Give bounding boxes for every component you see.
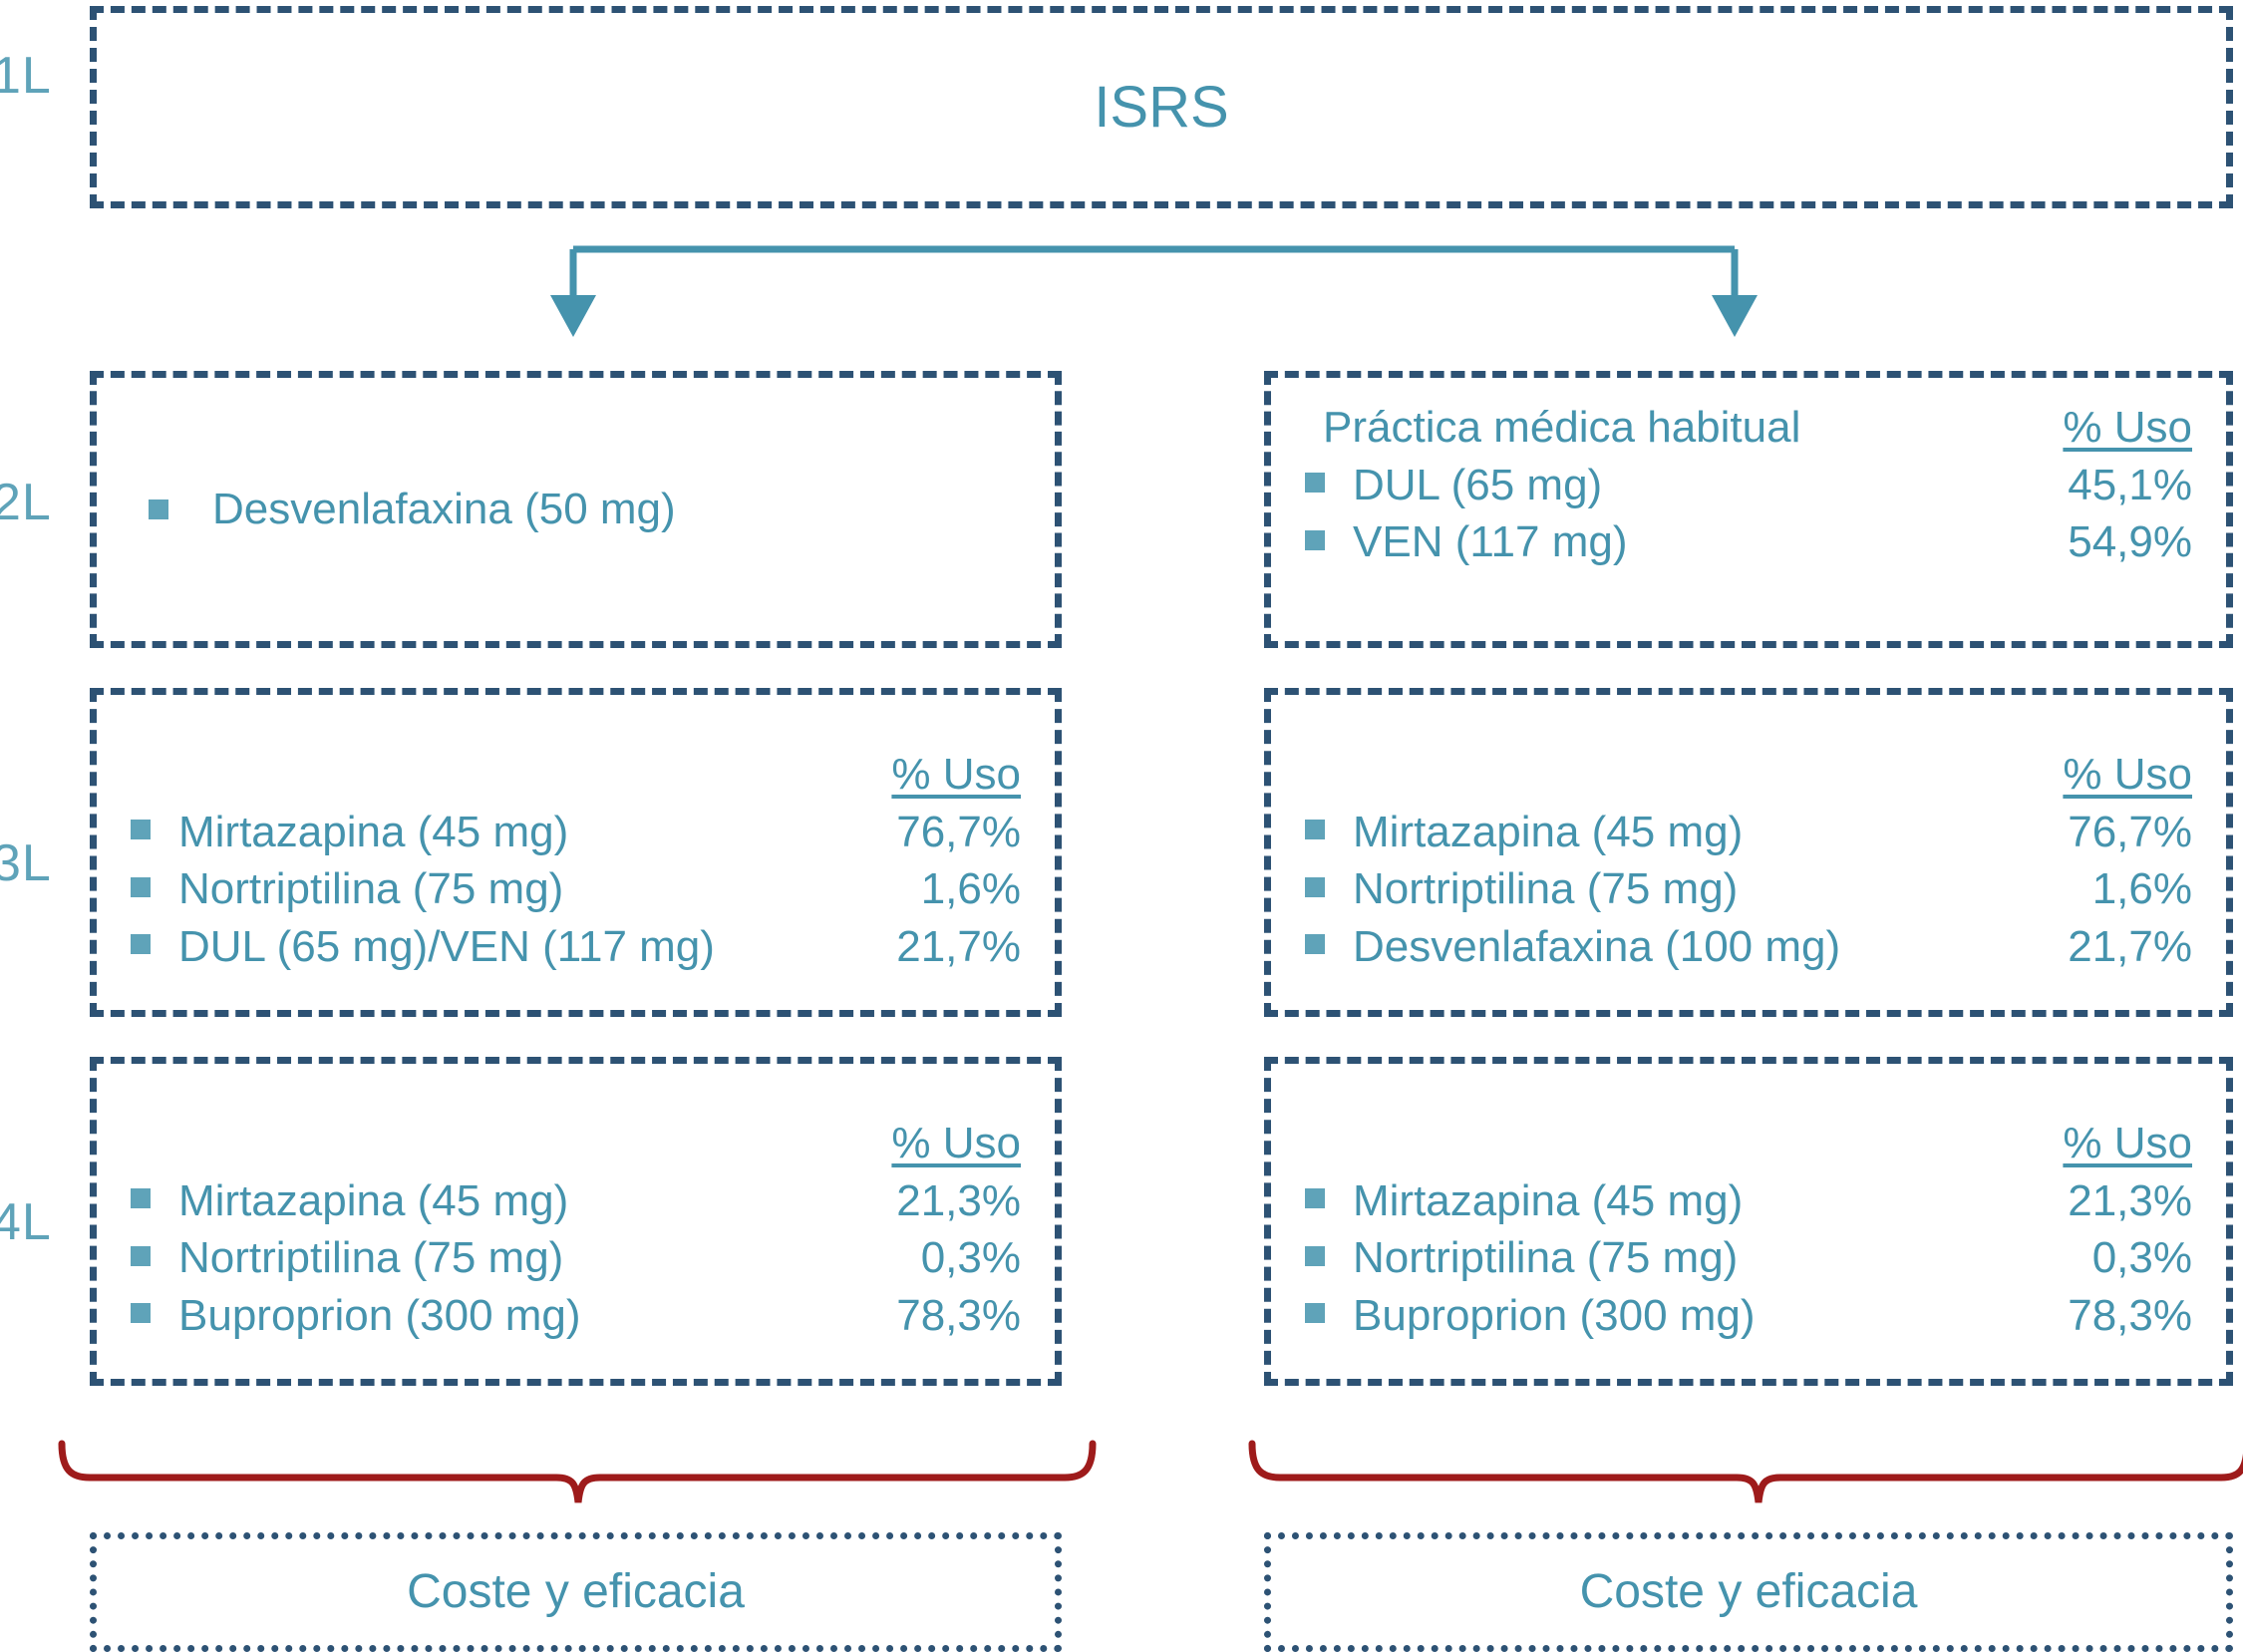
bullet-square-icon [1305, 473, 1325, 494]
item-label: Desvenlafaxina (50 mg) [212, 485, 676, 533]
line-label-2l: 2L [0, 474, 52, 531]
usage-header-label: % Uso [891, 750, 1021, 799]
node-3l-left[interactable]: % Uso Mirtazapina (45 mg) 76,7% Nortript… [90, 688, 1062, 1017]
list-item: VEN (117 mg) 54,9% [1305, 518, 2192, 566]
item-label: Buproprion (300 mg) [1353, 1290, 1756, 1340]
item-label: DUL (65 mg)/VEN (117 mg) [178, 921, 715, 971]
node-2l-right-body: Práctica médica habitual % Uso DUL (65 m… [1305, 404, 2192, 615]
bullet-square-icon [1305, 1188, 1325, 1209]
item-value: 78,3% [2068, 1290, 2192, 1340]
line-label-3l: 3L [0, 834, 52, 892]
usage-header-label: % Uso [2063, 1119, 2192, 1167]
node-1l-isrs[interactable]: ISRS [90, 6, 2233, 208]
list-item: Mirtazapina (45 mg) 76,7% [1305, 807, 2192, 856]
item-label: Mirtazapina (45 mg) [178, 807, 569, 856]
bullet-square-icon [131, 1188, 151, 1209]
node-2l-right[interactable]: Práctica médica habitual % Uso DUL (65 m… [1264, 371, 2233, 648]
usage-header-row: % Uso [1305, 751, 2192, 799]
node-2l-left-item: Desvenlafaxina (50 mg) [149, 485, 676, 534]
item-label: Mirtazapina (45 mg) [1353, 1175, 1744, 1225]
item-value: 21,3% [2068, 1175, 2192, 1225]
usage-header-row: % Uso [1305, 1120, 2192, 1167]
line-label-1l: 1L [0, 47, 52, 105]
list-item: Mirtazapina (45 mg) 21,3% [1305, 1175, 2192, 1225]
item-label: Mirtazapina (45 mg) [178, 1175, 569, 1225]
bullet-square-icon [1305, 934, 1325, 955]
bullet-square-icon [131, 820, 151, 840]
node-3l-left-body: % Uso Mirtazapina (45 mg) 76,7% Nortript… [131, 721, 1021, 984]
item-label: Nortriptilina (75 mg) [1353, 1233, 1739, 1283]
bullet-square-icon [1305, 1303, 1325, 1324]
item-value: 21,7% [896, 921, 1021, 971]
list-item: DUL (65 mg)/VEN (117 mg) 21,7% [131, 923, 1021, 971]
item-value: 76,7% [896, 807, 1021, 856]
node-4l-right-body: % Uso Mirtazapina (45 mg) 21,3% Nortript… [1305, 1090, 2192, 1353]
list-item: Nortriptilina (75 mg) 0,3% [131, 1234, 1021, 1282]
item-value: 21,7% [2068, 921, 2192, 971]
item-value: 76,7% [2068, 807, 2192, 856]
node-3l-right-body: % Uso Mirtazapina (45 mg) 76,7% Nortript… [1305, 721, 2192, 984]
list-item: Buproprion (300 mg) 78,3% [131, 1292, 1021, 1340]
list-item: Buproprion (300 mg) 78,3% [1305, 1292, 2192, 1340]
node-outcome-left[interactable]: Coste y eficacia [90, 1532, 1062, 1652]
list-item: DUL (65 mg) 45,1% [1305, 460, 2192, 509]
list-item: Nortriptilina (75 mg) 1,6% [131, 865, 1021, 913]
bullet-square-icon [1305, 820, 1325, 840]
item-value: 21,3% [896, 1175, 1021, 1225]
outcome-left-label: Coste y eficacia [407, 1565, 745, 1618]
bullet-square-icon [1305, 1245, 1325, 1266]
list-item: Mirtazapina (45 mg) 21,3% [131, 1175, 1021, 1225]
line-label-4l: 4L [0, 1193, 52, 1251]
item-label: Buproprion (300 mg) [178, 1290, 581, 1340]
usage-header-row: % Uso [131, 1120, 1021, 1167]
bullet-square-icon [131, 1245, 151, 1266]
node-4l-left-body: % Uso Mirtazapina (45 mg) 21,3% Nortript… [131, 1090, 1021, 1353]
node-2l-left[interactable]: Desvenlafaxina (50 mg) [90, 371, 1062, 648]
item-value: 1,6% [920, 864, 1021, 914]
list-item: Mirtazapina (45 mg) 76,7% [131, 807, 1021, 856]
item-label: Mirtazapina (45 mg) [1353, 807, 1744, 856]
item-label: Desvenlafaxina (100 mg) [1353, 921, 1841, 971]
item-value: 78,3% [896, 1290, 1021, 1340]
brace-right [1248, 1440, 2243, 1503]
usage-header-row: Práctica médica habitual % Uso [1305, 404, 2192, 452]
item-value: 1,6% [2091, 864, 2192, 914]
list-item: Nortriptilina (75 mg) 1,6% [1305, 865, 2192, 913]
bullet-square-icon [131, 1303, 151, 1324]
bullet-square-icon [1305, 876, 1325, 897]
node-4l-right[interactable]: % Uso Mirtazapina (45 mg) 21,3% Nortript… [1264, 1057, 2233, 1386]
list-item: Nortriptilina (75 mg) 0,3% [1305, 1234, 2192, 1282]
node-4l-left[interactable]: % Uso Mirtazapina (45 mg) 21,3% Nortript… [90, 1057, 1062, 1386]
item-value: 45,1% [2068, 460, 2192, 509]
item-label: Nortriptilina (75 mg) [1353, 864, 1739, 914]
bullet-square-icon [1305, 529, 1325, 550]
list-item: Desvenlafaxina (100 mg) 21,7% [1305, 923, 2192, 971]
usage-header-label: % Uso [2063, 403, 2192, 452]
node-outcome-right[interactable]: Coste y eficacia [1264, 1532, 2233, 1652]
bullet-square-icon [149, 499, 168, 519]
usage-header-label: % Uso [891, 1119, 1021, 1167]
item-label: DUL (65 mg) [1353, 460, 1603, 509]
item-label: Nortriptilina (75 mg) [178, 1233, 564, 1283]
item-label: VEN (117 mg) [1353, 517, 1628, 567]
arrow-head-left [550, 295, 596, 337]
usage-header-row: % Uso [131, 751, 1021, 799]
practice-header-label: Práctica médica habitual [1323, 403, 1801, 452]
item-value: 54,9% [2068, 517, 2192, 567]
item-label: Nortriptilina (75 mg) [178, 864, 564, 914]
bullet-square-icon [131, 934, 151, 955]
bullet-square-icon [131, 876, 151, 897]
brace-left [58, 1440, 1097, 1503]
item-value: 0,3% [2091, 1233, 2192, 1283]
node-1l-title: ISRS [1094, 74, 1229, 140]
arrow-head-right [1712, 295, 1758, 337]
node-3l-right[interactable]: % Uso Mirtazapina (45 mg) 76,7% Nortript… [1264, 688, 2233, 1017]
item-value: 0,3% [920, 1233, 1021, 1283]
usage-header-label: % Uso [2063, 750, 2192, 799]
outcome-right-label: Coste y eficacia [1579, 1565, 1918, 1618]
